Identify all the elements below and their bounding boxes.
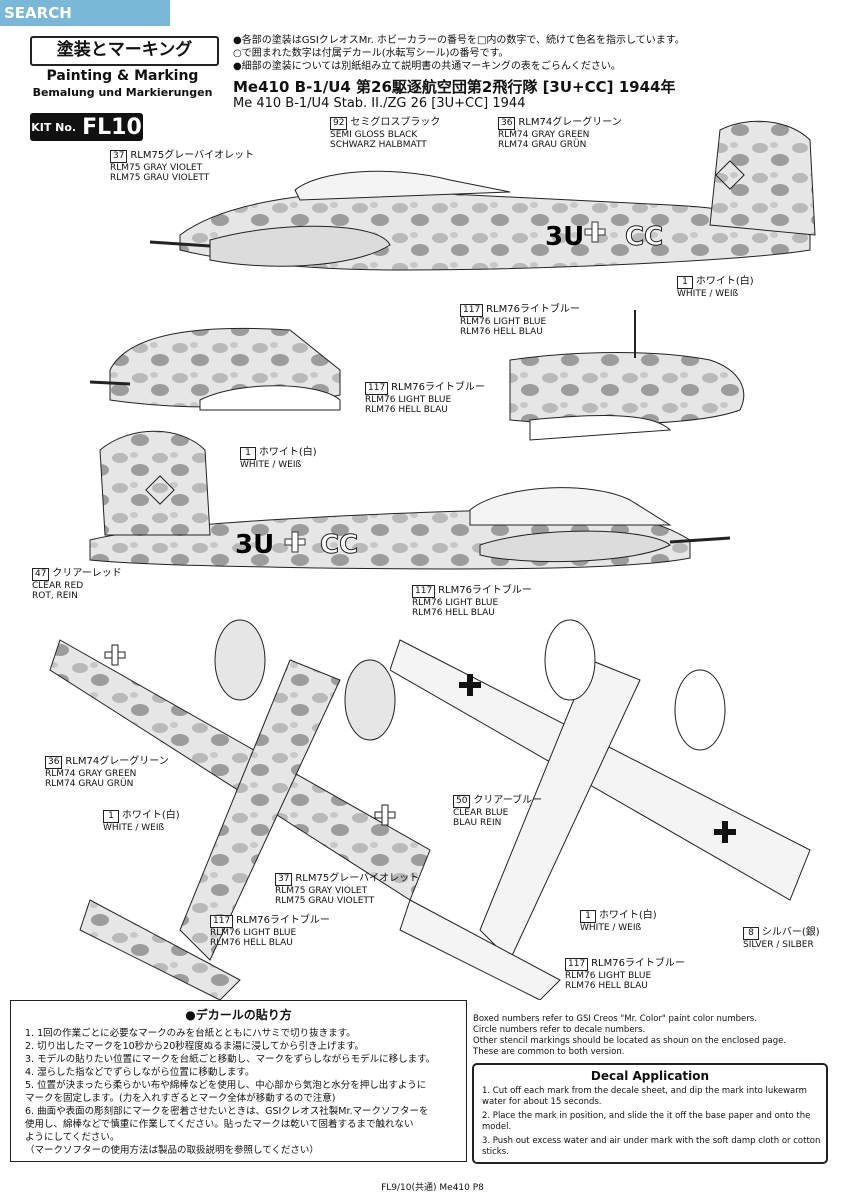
callout-1-mid: 1 ホワイト(白) WHITE / WEIß <box>240 447 317 470</box>
callout-37-top: 37 RLM75グレーバイオレット RLM75 GRAY VIOLET RLM7… <box>110 150 255 183</box>
kit-number-badge: KIT No. FL10 <box>30 113 143 141</box>
callout-47: 47 クリアーレッド CLEAR RED ROT, REIN <box>32 568 122 601</box>
decal-jp-step: 3. モデルの貼りたい位置にマークを台紙ごと移動し、マークをずらしながらモデルに… <box>25 1054 436 1065</box>
decal-jp-step: 5. 位置が決まったら柔らかい布や綿棒などを使用し、中心部から気泡と水分を押し出… <box>25 1080 427 1091</box>
callout-1-right: 1 ホワイト(白) WHITE / WEIß <box>580 910 657 933</box>
decal-jp-step: 6. 曲面や表面の彫刻部にマークを密着させたいときは、GSIクレオス社製Mr.マ… <box>25 1106 429 1117</box>
side-view-right-illustration: 3U CC <box>150 120 816 271</box>
balkenkreuz-1 <box>584 221 606 243</box>
top-view-illustration <box>49 619 431 1000</box>
code-cc-2: CC <box>320 530 358 560</box>
kit-number: FL10 <box>82 114 142 140</box>
canopy-detail-right <box>509 310 745 441</box>
decal-jp-step: マークを固定します。(力を入れすぎるとマーク全体が移動するので注意) <box>25 1093 336 1104</box>
decal-en-step: 2. Place the mark in position, and slide… <box>482 1111 811 1132</box>
note-line-3: ●細部の塗装については別紙組み立て説明書の共通マーキングの表をごらんください。 <box>233 61 621 72</box>
aircraft-title-jp: Me410 B-1/U4 第26駆逐航空団第2飛行隊 [3U+CC] 1944年 <box>233 78 676 96</box>
decal-jp-steps: 1. 1回の作業ごとに必要なマークのみを台紙とともにハサミで切り抜きます。 2.… <box>25 1027 466 1157</box>
decal-jp-step: （マークソフターの使用方法は製品の取扱説明を参照してください） <box>25 1145 319 1156</box>
callout-50: 50 クリアーブルー CLEAR BLUE BLAU REIN <box>453 795 543 828</box>
decal-jp-step: 1. 1回の作業ごとに必要なマークのみを台紙とともにハサミで切り抜きます。 <box>25 1028 356 1039</box>
decal-jp-step: 4. 湿らした指などでずらしながら位置に移動します。 <box>25 1067 255 1078</box>
callout-117-left: 117 RLM76ライトブルー RLM76 LIGHT BLUE RLM76 H… <box>210 915 330 948</box>
note-en: These are common to both version. <box>473 1047 625 1057</box>
canopy-detail-left <box>90 327 341 411</box>
callout-92: 92 セミグロスブラック SEMI GLOSS BLACK SCHWARZ HA… <box>330 117 441 150</box>
note-en: Circle numbers refer to decale numbers. <box>473 1025 646 1035</box>
decal-instructions-en: Decal Application 1. Cut off each mark f… <box>472 1063 828 1164</box>
callout-117-mid: 117 RLM76ライトブルー RLM76 LIGHT BLUE RLM76 H… <box>365 382 485 415</box>
note-line-1: ●各部の塗装はGSIクレオスMr. ホビーカラーの番号を□内の数字で、続けて色名… <box>233 35 685 46</box>
callout-36-top: 36 RLM74グレーグリーン RLM74 GRAY GREEN RLM74 G… <box>498 117 622 150</box>
kit-label: KIT No. <box>31 120 77 134</box>
aircraft-title-en: Me 410 B-1/U4 Stab. II./ZG 26 [3U+CC] 19… <box>233 96 526 111</box>
note-en: Other stencil markings should be located… <box>473 1036 787 1046</box>
callout-37-low: 37 RLM75グレーバイオレット RLM75 GRAY VIOLET RLM7… <box>275 873 420 906</box>
decal-en-step: 3. Push out excess water and air under m… <box>482 1136 821 1157</box>
decal-jp-step: 2. 切り出したマークを10秒から20秒程度ぬるま湯に浸してから引き上げます。 <box>25 1041 365 1052</box>
balkenkreuz-2 <box>284 531 306 553</box>
callout-8: 8 シルバー(銀) SILVER / SILBER <box>743 927 820 950</box>
decal-jp-step: ようにしてください。 <box>25 1132 120 1143</box>
callout-117-right: 117 RLM76ライトブルー RLM76 LIGHT BLUE RLM76 H… <box>565 958 685 991</box>
swastika-placeholder-1 <box>715 160 745 190</box>
decal-jp-step: 使用し、綿棒などで慎重に作業してください。貼ったマークは乾いて固着するまで触れな… <box>25 1119 414 1130</box>
section-title-de: Bemalung und Markierungen <box>32 86 213 99</box>
decal-en-title: Decal Application <box>590 1069 710 1083</box>
code-letters-2: 3U <box>235 530 274 560</box>
color-number-notes: Boxed numbers refer to GSI Creos "Mr. Co… <box>473 1014 818 1058</box>
side-view-left-illustration: 3U CC <box>89 430 731 570</box>
bottom-view-illustration <box>390 619 811 1000</box>
code-letters-1: 3U <box>545 222 584 252</box>
page-footer: FL9/10(共通) Me410 P8 <box>381 1183 484 1193</box>
paint-notes: ●各部の塗装はGSIクレオスMr. ホビーカラーの番号を□内の数字で、続けて色名… <box>233 34 685 73</box>
callout-117-low: 117 RLM76ライトブルー RLM76 LIGHT BLUE RLM76 H… <box>412 585 532 618</box>
section-title-en: Painting & Marking <box>46 68 199 84</box>
callout-117-top: 117 RLM76ライトブルー RLM76 LIGHT BLUE RLM76 H… <box>460 304 580 337</box>
callout-1-left: 1 ホワイト(白) WHITE / WEIß <box>103 810 180 833</box>
decal-en-step: 1. Cut off each mark from the decale she… <box>482 1086 807 1107</box>
decal-instructions-jp: ●デカールの貼り方 1. 1回の作業ごとに必要なマークのみを台紙とともにハサミで… <box>10 1000 467 1162</box>
section-title-jp: 塗装とマーキング <box>30 36 219 66</box>
note-en: Boxed numbers refer to GSI Creos "Mr. Co… <box>473 1014 757 1024</box>
callout-36-left: 36 RLM74グレーグリーン RLM74 GRAY GREEN RLM74 G… <box>45 756 169 789</box>
code-cc-1: CC <box>625 222 663 252</box>
callout-1-top: 1 ホワイト(白) WHITE / WEIß <box>677 276 754 299</box>
watermark-logo: SEARCH <box>0 0 170 26</box>
note-line-2: ○で囲まれた数字は付属デカール(水転写シール)の番号です。 <box>233 48 509 59</box>
decal-jp-title: ●デカールの貼り方 <box>185 1008 292 1022</box>
